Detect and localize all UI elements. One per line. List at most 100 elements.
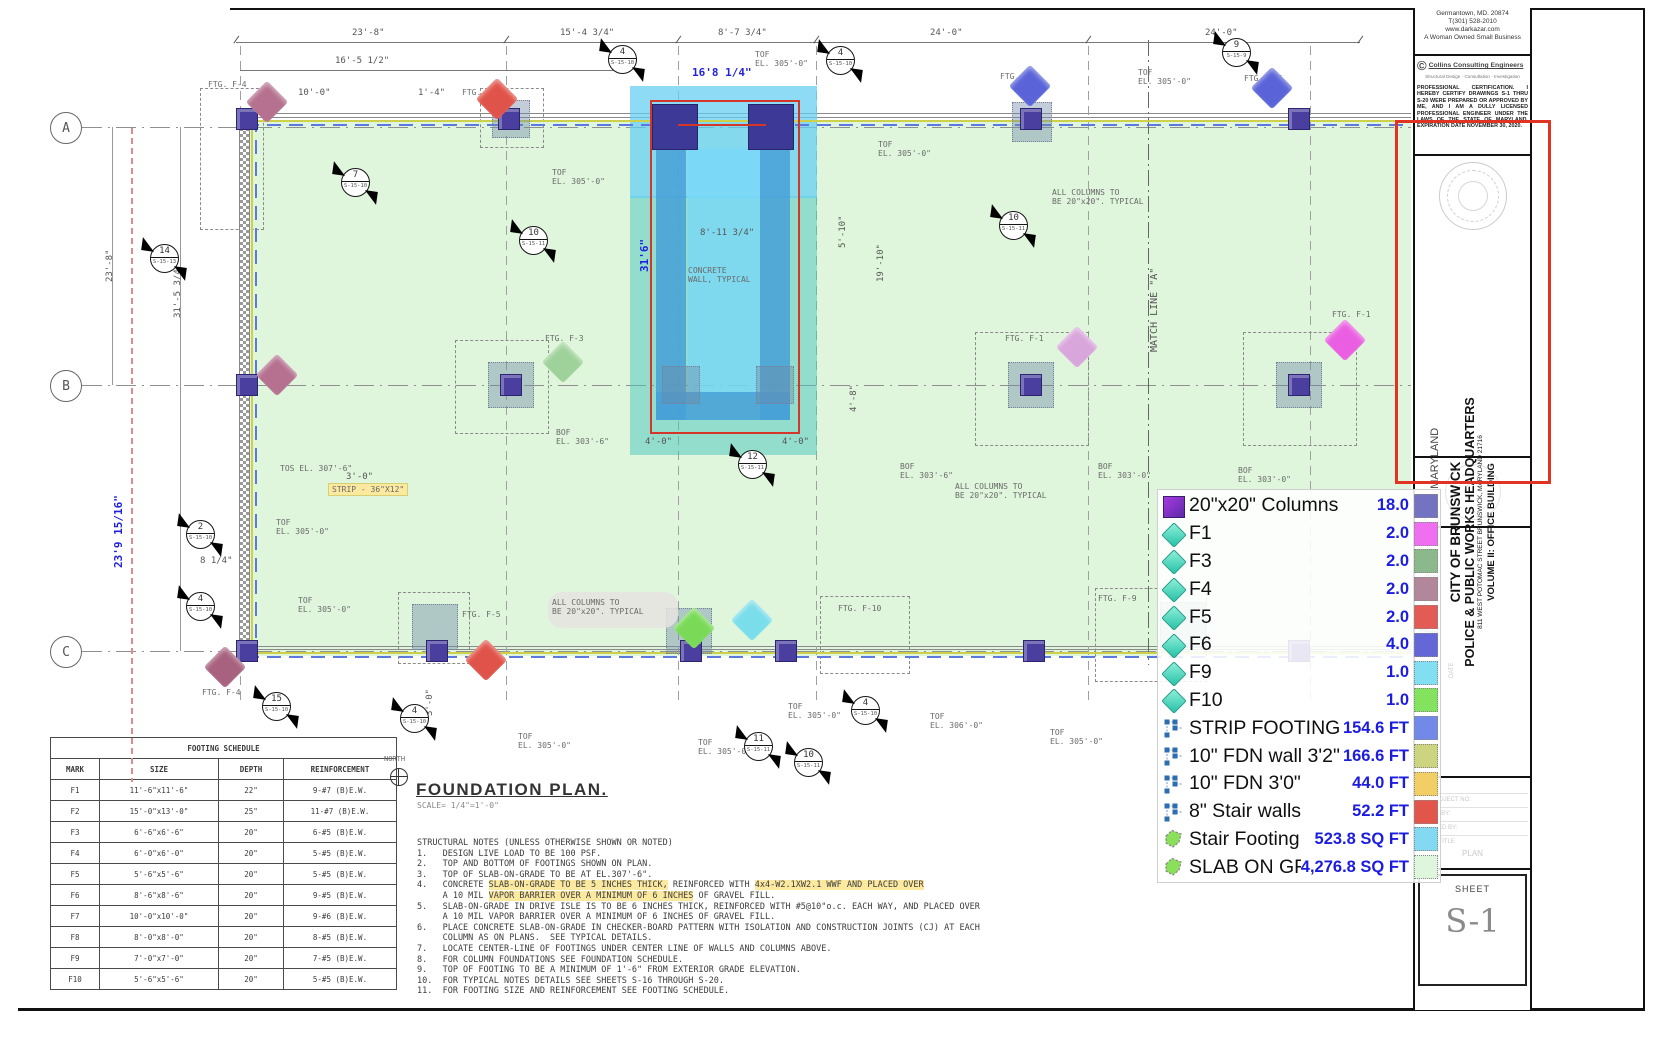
dim-misc-2: 4'-0" [782, 437, 810, 447]
firm-address-cell: Germantown, MD. 20874 T(301) 528-2010 ww… [1415, 8, 1530, 56]
firm-cert-cell: © Collins Consulting Engineers Structura… [1415, 56, 1530, 156]
tof-label: TOF EL. 305'-0" [755, 50, 808, 68]
legend-row-stair-footing[interactable]: Stair Footing 523.8 SQ FT [1162, 826, 1440, 854]
firm-logo-icon: © [1417, 58, 1427, 73]
legend-row-f4[interactable]: F4 2.0 [1162, 575, 1440, 603]
legend-swatch[interactable] [1414, 771, 1438, 796]
dim-top-3: 8'-7 3/4" [718, 28, 767, 38]
legend-row-f1[interactable]: F1 2.0 [1162, 520, 1440, 548]
fdn-wall-yellow-line-top[interactable] [245, 120, 1411, 122]
sheet-border-right [1643, 8, 1645, 1011]
notes-header: STRUCTURAL NOTES (UNLESS OTHERWISE SHOWN… [417, 838, 673, 848]
legend-row-f6[interactable]: F6 4.0 [1162, 631, 1440, 659]
dim-top-1: 23'-8" [352, 28, 385, 38]
revision-cell: DESCRIPTION DATE NO. [1415, 528, 1530, 778]
ftg-label: FTG. F-10 [838, 604, 882, 613]
note-4-line2: A 10 MIL VAPOR BARRIER OVER A MINIMUM OF… [417, 890, 776, 901]
stair-markup-line[interactable] [678, 124, 766, 126]
legend-row-strip-footing[interactable]: STRIP FOOTING - 3... 154.6 FT [1162, 714, 1440, 742]
plan-title: FOUNDATION PLAN. [416, 780, 608, 799]
legend-row-fdn-30[interactable]: 10" FDN 3'0" 44.0 FT [1162, 770, 1440, 798]
legend-swatch[interactable] [1414, 855, 1438, 880]
measurement-label-stair-width: 16'8 1/4" [692, 66, 752, 79]
column-takeoff-icon [1162, 494, 1186, 518]
legend-row-f3[interactable]: F3 2.0 [1162, 548, 1440, 576]
takeoff-legend-panel[interactable]: 20"x20" Columns 18.0 F1 2.0 F3 2.0 F4 2.… [1157, 489, 1441, 883]
legend-swatch[interactable] [1414, 799, 1438, 824]
legend-row-columns[interactable]: 20"x20" Columns 18.0 [1162, 492, 1440, 520]
column-A1[interactable] [236, 108, 258, 130]
dim-misc-8: 8 1/4" [200, 556, 233, 566]
column-C1[interactable] [236, 640, 258, 662]
dim-sub-1: 16'-5 1/2" [335, 56, 390, 66]
legend-swatch[interactable] [1414, 660, 1438, 685]
legend-swatch[interactable] [1414, 577, 1438, 602]
stair-markup-outline[interactable] [650, 100, 800, 434]
legend-row-f10[interactable]: F10 1.0 [1162, 687, 1440, 715]
project-cell: Brunswick MARYLAND CITY OF BRUNSWICK POL… [1415, 156, 1530, 667]
column-B1[interactable] [236, 374, 258, 396]
sheet-number-box: SHEET S-1 [1418, 874, 1527, 986]
column-B5[interactable] [1020, 374, 1042, 396]
legend-row-stair-walls[interactable]: 8" Stair walls 52.2 FT [1162, 798, 1440, 826]
column-C2[interactable] [426, 640, 448, 662]
tof-label: TOF EL. 305'-0" [518, 732, 571, 750]
column-C4[interactable] [775, 640, 797, 662]
tof-label: TOF EL. 305'-0" [788, 702, 841, 720]
column-B2[interactable] [500, 374, 522, 396]
legend-swatch[interactable] [1414, 716, 1438, 741]
tof-label: TOF EL. 305'-0" [276, 518, 329, 536]
legend-row-fdn-wall-32[interactable]: 10" FDN wall 3'2" 166.6 FT [1162, 742, 1440, 770]
bof-label: BOF EL. 303'-6" [556, 428, 609, 446]
sheet-label: SHEET [1454, 884, 1490, 894]
fdn-wall-blue-line-bottom[interactable] [245, 656, 1411, 658]
dim-misc-6: 3'-0" [346, 472, 374, 482]
diamond-takeoff-icon [1162, 688, 1186, 712]
dim-top-4: 24'-0" [930, 28, 963, 38]
footing-schedule: FOOTING SCHEDULE MARK SIZE DEPTH REINFOR… [50, 737, 397, 990]
legend-swatch[interactable] [1414, 493, 1438, 518]
column-C5[interactable] [1023, 640, 1045, 662]
tof-label: TOF EL. 305'-0" [1050, 728, 1103, 746]
legend-swatch[interactable] [1414, 605, 1438, 630]
legend-swatch[interactable] [1414, 549, 1438, 574]
polyline-takeoff-icon [1162, 800, 1186, 824]
column-A5[interactable] [1020, 108, 1042, 130]
tof-label: TOF EL. 305'-0" [878, 140, 931, 158]
grid-bubble-B: B [50, 370, 82, 402]
note-label: ALL COLUMNS TO BE 20"x20". TYPICAL [1052, 188, 1144, 206]
legend-row-slab-on-grade[interactable]: SLAB ON GRADE 4,276.8 SQ FT [1162, 853, 1440, 881]
legend-swatch[interactable] [1414, 688, 1438, 713]
legend-swatch[interactable] [1414, 744, 1438, 769]
column-B6[interactable] [1288, 374, 1310, 396]
north-compass-icon [390, 768, 408, 786]
grid-line-6 [1310, 46, 1311, 706]
red-highlight-rectangle[interactable] [1395, 120, 1551, 484]
legend-row-f5[interactable]: F5 2.0 [1162, 603, 1440, 631]
strip-footing-markup-line[interactable] [131, 128, 133, 782]
legend-swatch[interactable] [1414, 632, 1438, 657]
legend-swatch[interactable] [1414, 521, 1438, 546]
fdn-wall-blue-line-top[interactable] [245, 124, 1411, 126]
legend-swatch[interactable] [1414, 827, 1438, 852]
legend-row-f9[interactable]: F9 1.0 [1162, 659, 1440, 687]
bof-label: BOF EL. 303'-0" [1238, 466, 1291, 484]
fdn-wall-yellow-line-bottom[interactable] [245, 652, 1411, 654]
north-label: NORTH [384, 755, 406, 763]
match-line [1148, 40, 1149, 665]
column-A6[interactable] [1288, 108, 1310, 130]
tof-label: TOF EL. 305'-0" [298, 596, 351, 614]
